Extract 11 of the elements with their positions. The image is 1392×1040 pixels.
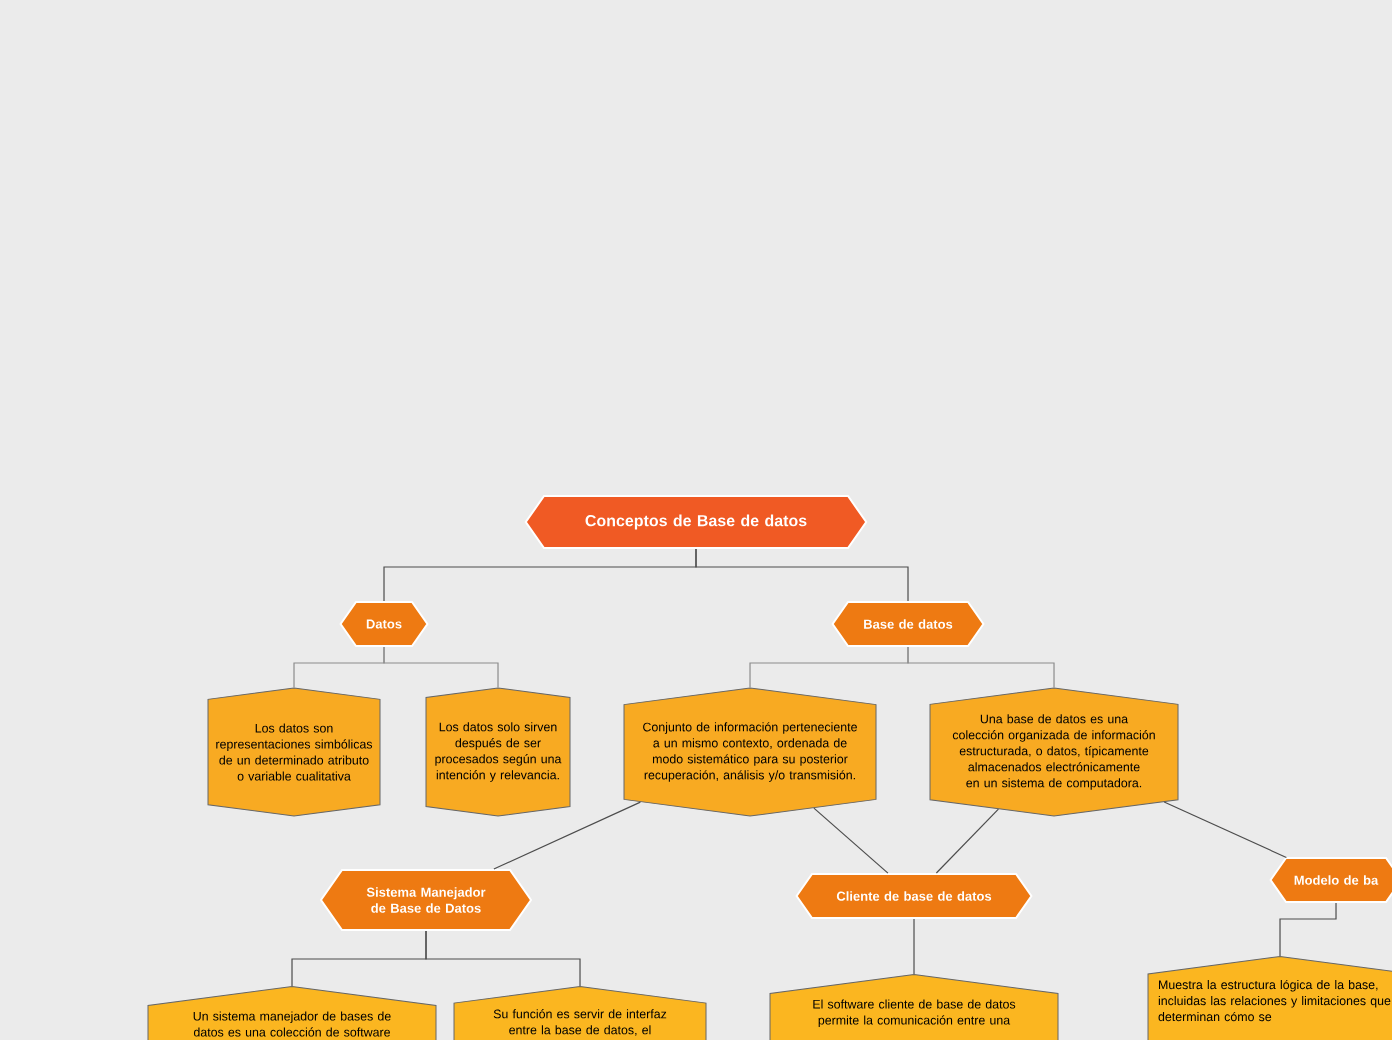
connector-line [935,808,999,874]
connector-line [907,646,1055,689]
connector-line [913,918,915,975]
connector-line [425,930,581,987]
title-hexagon: Conceptos de Base de datos [524,495,868,549]
connector-line [695,548,909,602]
connector-line [383,646,499,689]
connector-line [1163,801,1287,859]
connector-line [1279,902,1337,957]
connector-line [813,807,889,874]
connector-line [493,801,641,870]
